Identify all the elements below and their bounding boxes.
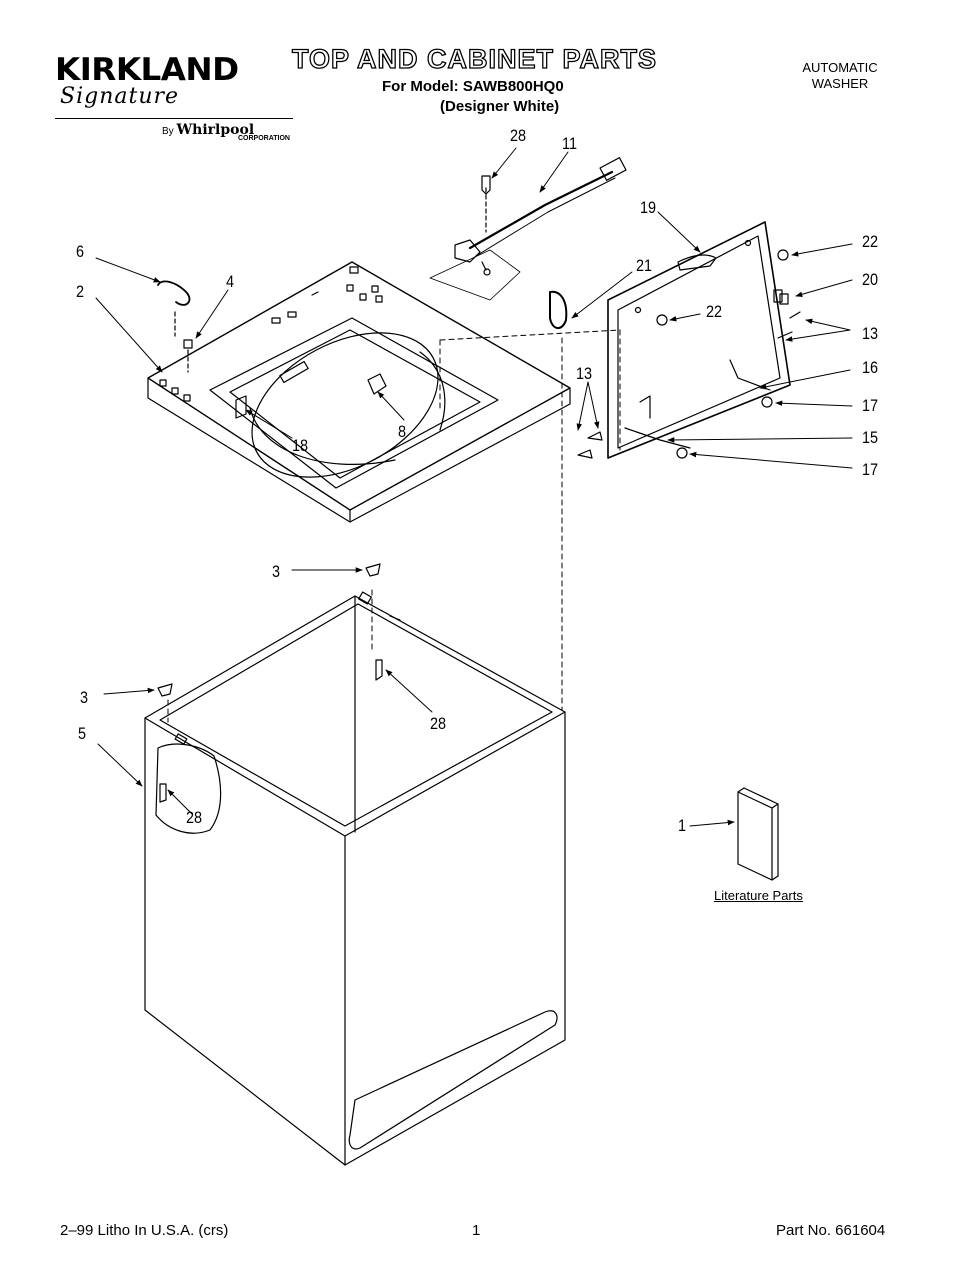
page-title: TOP AND CABINET PARTS	[291, 43, 658, 74]
washer-cabinet	[144, 591, 566, 1166]
callout-28: 28	[430, 714, 447, 733]
page-number: 1	[472, 1222, 481, 1239]
callout-13: 13	[862, 324, 879, 343]
callout-6: 6	[76, 242, 85, 261]
variant-line: (Designer White)	[440, 98, 560, 115]
leader-lines	[95, 147, 853, 827]
callout-21: 21	[636, 256, 653, 275]
whirlpool-logo: Whirlpool	[176, 122, 255, 138]
product-type-line1: AUTOMATIC	[802, 60, 878, 75]
callout-3: 3	[272, 562, 281, 581]
callout-15: 15	[862, 428, 879, 447]
literature-packet	[737, 787, 779, 881]
callout-16: 16	[862, 358, 879, 377]
by-label: By	[162, 126, 174, 137]
callout-8: 8	[398, 422, 407, 441]
model-line: For Model: SAWB800HQ0	[382, 78, 564, 95]
washer-lid	[607, 221, 791, 459]
callout-17: 17	[862, 460, 879, 479]
callout-1: 1	[678, 816, 687, 835]
callout-20: 20	[862, 270, 879, 289]
callout-3: 3	[80, 688, 89, 707]
lid-switch-harness	[429, 157, 627, 301]
washer-top	[147, 261, 571, 523]
callout-22: 22	[862, 232, 879, 251]
print-info: 2–99 Litho In U.S.A. (crs)	[60, 1222, 229, 1239]
logo-rule	[55, 118, 293, 119]
callout-18: 18	[292, 436, 309, 455]
signature-script: Signature	[60, 84, 180, 109]
literature-parts-label: Literature Parts	[714, 888, 803, 903]
whirlpool-byline: By Whirlpool CORPORATION	[162, 122, 290, 142]
callout-28: 28	[510, 126, 527, 145]
callout-17: 17	[862, 396, 879, 415]
callout-2: 2	[76, 282, 85, 301]
callout-19: 19	[640, 198, 657, 217]
callout-22: 22	[706, 302, 723, 321]
callout-5: 5	[78, 724, 87, 743]
alignment-lines	[167, 329, 621, 723]
cabinet-hardware	[157, 563, 383, 803]
product-type-line2: WASHER	[811, 76, 869, 91]
callout-11: 11	[562, 134, 578, 153]
part-number: Part No. 661604	[776, 1222, 886, 1239]
product-type: AUTOMATIC WASHER	[790, 60, 890, 92]
kirkland-logo: KIRKLAND	[55, 52, 239, 88]
corporation-label: CORPORATION	[238, 135, 290, 142]
callout-28: 28	[186, 808, 203, 827]
lid-hardware	[157, 249, 801, 459]
callout-13: 13	[576, 364, 593, 383]
callout-4: 4	[226, 272, 235, 291]
